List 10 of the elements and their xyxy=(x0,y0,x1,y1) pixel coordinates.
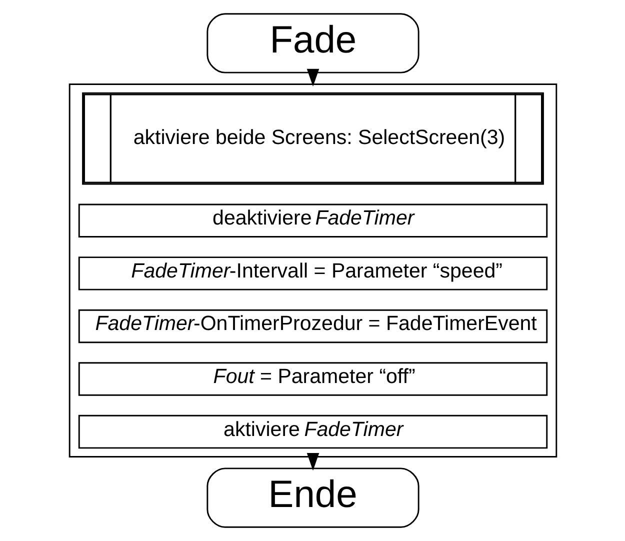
arrow xyxy=(306,68,319,86)
arrow xyxy=(306,452,319,471)
node-box: deaktiviere FadeTimer xyxy=(78,204,548,238)
node-box: aktiviere FadeTimer xyxy=(78,414,548,449)
node-box: FadeTimer-Intervall = Parameter “speed” xyxy=(78,256,548,290)
node-box: Fade xyxy=(206,13,419,74)
node-box: FadeTimer-OnTimerProzedur = FadeTimerEvent xyxy=(78,309,548,344)
node-box: Ende xyxy=(206,468,419,528)
cluster xyxy=(68,84,557,458)
node-box: Fout = Parameter “off” xyxy=(78,362,548,396)
